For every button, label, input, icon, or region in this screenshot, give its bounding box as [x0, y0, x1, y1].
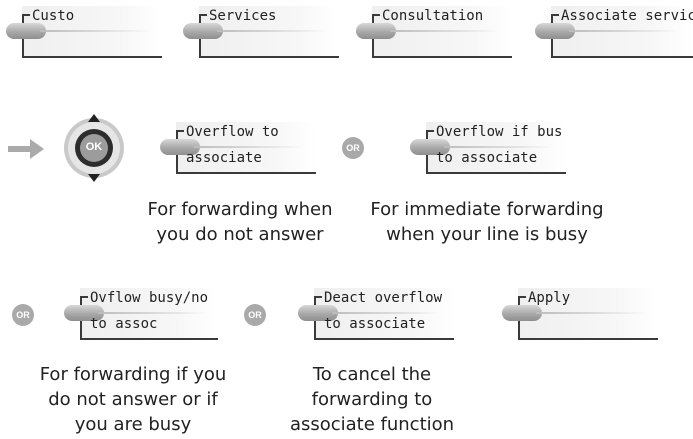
key-highlight [569, 30, 679, 32]
display-key-apply[interactable]: Apply [502, 288, 658, 340]
softkey-button[interactable] [160, 139, 200, 155]
key-label: Consultation [382, 8, 484, 24]
key-highlight [40, 30, 150, 32]
display-key-custo[interactable]: Custo [6, 6, 162, 58]
ok-label: OK [85, 141, 103, 153]
softkey-button[interactable] [410, 139, 450, 155]
key-label-line2: to associate [436, 150, 538, 166]
key-highlight [444, 146, 554, 148]
caption-line: when your line is busy [386, 224, 588, 245]
key-highlight [332, 312, 442, 314]
softkey-button[interactable] [502, 305, 542, 321]
key-label-line1: Overflow if bus [436, 124, 563, 140]
key-label-line1: Overflow to [186, 124, 279, 140]
display-key-overflow-to-associate[interactable]: Overflow to associate [160, 122, 316, 174]
display-key-consultation[interactable]: Consultation [356, 6, 512, 58]
caption-line: you are busy [74, 414, 192, 435]
softkey-button[interactable] [356, 23, 396, 39]
caption-line: associate function [289, 414, 455, 435]
softkey-button[interactable] [535, 23, 575, 39]
key-highlight [536, 312, 646, 314]
caption-overflow-if-busy: For immediate forwarding when your line … [362, 197, 612, 247]
softkey-button[interactable] [6, 23, 46, 39]
display-key-deact-overflow[interactable]: Deact overflow to associate [298, 288, 454, 340]
or-badge: OR [244, 304, 266, 326]
display-key-associate-services[interactable]: Associate servic [535, 6, 693, 58]
or-badge: OR [342, 137, 364, 159]
caption-line: do not answer or if [48, 389, 218, 410]
caption-line: To cancel the [312, 364, 432, 385]
navigator-icon [64, 114, 124, 182]
key-label: Services [209, 8, 277, 24]
key-label-line2: associate [186, 150, 262, 166]
caption-line: forwarding to [311, 389, 433, 410]
key-highlight [98, 312, 208, 314]
right-arrow-icon [8, 139, 44, 159]
key-label-line2: to assoc [90, 316, 158, 332]
key-label: Custo [32, 8, 75, 24]
key-highlight [217, 30, 327, 32]
softkey-button[interactable] [64, 305, 104, 321]
key-screen [314, 288, 454, 340]
key-label: Associate servic [561, 8, 693, 24]
caption-line: For forwarding when [147, 199, 333, 220]
key-label-line1: Ovflow busy/no [90, 290, 209, 306]
caption-deact-overflow: To cancel the forwarding to associate fu… [272, 362, 472, 437]
caption-overflow-to-associate: For forwarding when you do not answer [140, 197, 340, 247]
display-key-services[interactable]: Services [183, 6, 339, 58]
display-key-overflow-if-busy[interactable]: Overflow if bus to associate [410, 122, 566, 174]
caption-line: For immediate forwarding [370, 199, 604, 220]
caption-ovflow-busy-no-answer: For forwarding if you do not answer or i… [28, 362, 238, 437]
softkey-button[interactable] [183, 23, 223, 39]
caption-line: you do not answer [156, 224, 324, 245]
caption-line: For forwarding if you [39, 364, 227, 385]
key-label-line1: Deact overflow [324, 290, 443, 306]
key-highlight [390, 30, 500, 32]
display-key-ovflow-busy-no-answer[interactable]: Ovflow busy/no to assoc [64, 288, 218, 340]
key-highlight [194, 146, 304, 148]
key-label-line2: to associate [324, 316, 426, 332]
softkey-button[interactable] [298, 305, 338, 321]
key-label-line1: Apply [528, 290, 571, 306]
or-badge: OR [12, 304, 34, 326]
ok-navigator[interactable]: OK [62, 112, 126, 184]
